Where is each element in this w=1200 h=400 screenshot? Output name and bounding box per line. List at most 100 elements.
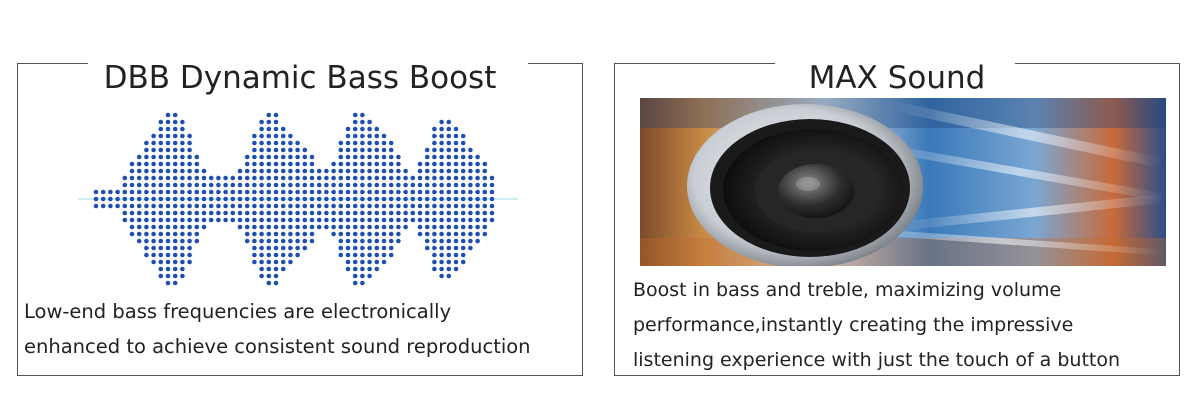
wave-dot xyxy=(194,203,200,209)
wave-dot xyxy=(309,189,315,195)
wave-dot xyxy=(273,273,279,279)
wave-dot xyxy=(187,154,192,160)
wave-dot xyxy=(367,147,372,153)
wave-dot xyxy=(194,217,200,223)
wave-dot xyxy=(453,140,459,146)
wave-dot xyxy=(252,238,257,244)
wave-dot xyxy=(331,196,336,202)
wave-dot xyxy=(122,203,128,209)
wave-dot xyxy=(388,182,394,188)
wave-dot xyxy=(273,203,279,209)
wave-dot xyxy=(136,238,142,244)
wave-dot xyxy=(187,210,192,216)
wave-dot xyxy=(374,168,380,174)
wave-dot xyxy=(187,245,192,251)
wave-dot xyxy=(273,252,279,258)
wave-dot xyxy=(352,252,358,258)
wave-dot xyxy=(108,203,113,209)
wave-dot xyxy=(144,210,149,216)
wave-dot xyxy=(201,217,207,223)
wave-dot xyxy=(172,119,178,125)
wave-dot xyxy=(432,203,437,209)
wave-dot xyxy=(230,210,236,216)
wave-dot xyxy=(331,182,336,188)
dbb-description-line-2: enhanced to achieve consistent sound rep… xyxy=(24,335,531,358)
wave-dot xyxy=(180,238,185,244)
wave-dot xyxy=(324,210,329,216)
wave-dot xyxy=(316,189,322,195)
wave-dot xyxy=(252,182,257,188)
wave-dot xyxy=(201,175,207,181)
wave-dot xyxy=(424,245,430,251)
wave-dot xyxy=(158,238,164,244)
wave-dot xyxy=(266,231,272,237)
wave-dot xyxy=(180,126,185,132)
wave-dot xyxy=(136,217,142,223)
wave-dot xyxy=(453,259,459,265)
wave-dot xyxy=(165,266,171,272)
wave-dot xyxy=(324,182,329,188)
sound-wave-icon xyxy=(78,112,518,286)
wave-dot xyxy=(360,175,365,181)
wave-dot xyxy=(259,175,264,181)
wave-dot xyxy=(446,196,452,202)
wave-dot xyxy=(273,126,279,132)
wave-dot xyxy=(338,217,344,223)
wave-dot xyxy=(446,119,452,125)
wave-dot xyxy=(432,189,437,195)
wave-dot xyxy=(352,196,358,202)
wave-dot xyxy=(367,252,372,258)
wave-dot xyxy=(439,161,444,167)
max-sound-description-line-2: performance,instantly creating the impre… xyxy=(633,314,1074,336)
wave-dot xyxy=(288,147,293,153)
wave-dot xyxy=(338,147,344,153)
wave-dot xyxy=(144,175,149,181)
wave-dot xyxy=(144,203,149,209)
wave-dot xyxy=(338,154,344,160)
wave-dot xyxy=(424,238,430,244)
wave-dot xyxy=(417,182,423,188)
wave-dot xyxy=(439,175,444,181)
wave-dot xyxy=(223,182,228,188)
wave-dot xyxy=(381,161,387,167)
wave-dot xyxy=(280,175,286,181)
wave-dot xyxy=(432,245,437,251)
wave-dot xyxy=(417,196,423,202)
wave-dot xyxy=(172,259,178,265)
wave-dot xyxy=(309,210,315,216)
wave-dot xyxy=(244,196,250,202)
wave-dot xyxy=(338,175,344,181)
wave-dot xyxy=(216,203,221,209)
wave-dot xyxy=(374,266,380,272)
wave-dot xyxy=(259,168,264,174)
wave-dot xyxy=(129,161,135,167)
wave-dot xyxy=(273,245,279,251)
wave-dot xyxy=(460,154,466,160)
wave-dot xyxy=(295,147,300,153)
wave-dot xyxy=(432,238,437,244)
wave-dot xyxy=(194,231,200,237)
wave-dot xyxy=(244,175,250,181)
wave-dot xyxy=(273,133,279,139)
wave-dot xyxy=(396,175,401,181)
wave-dot xyxy=(352,140,358,146)
wave-dot xyxy=(180,231,185,237)
max-sound-description-line-3: listening experience with just the touch… xyxy=(633,349,1121,371)
wave-dot xyxy=(151,203,156,209)
wave-dot xyxy=(331,203,336,209)
wave-dot xyxy=(446,182,452,188)
wave-dot xyxy=(352,259,358,265)
wave-dot xyxy=(100,189,106,195)
wave-dot xyxy=(309,196,315,202)
wave-dot xyxy=(309,203,315,209)
wave-dot xyxy=(172,182,178,188)
wave-dot xyxy=(295,161,300,167)
wave-dot xyxy=(100,203,106,209)
wave-dot xyxy=(360,189,365,195)
wave-dot xyxy=(288,217,293,223)
wave-dot xyxy=(381,217,387,223)
wave-dot xyxy=(194,154,200,160)
wave-dot xyxy=(172,133,178,139)
wave-dot xyxy=(424,175,430,181)
wave-dot xyxy=(165,224,171,230)
